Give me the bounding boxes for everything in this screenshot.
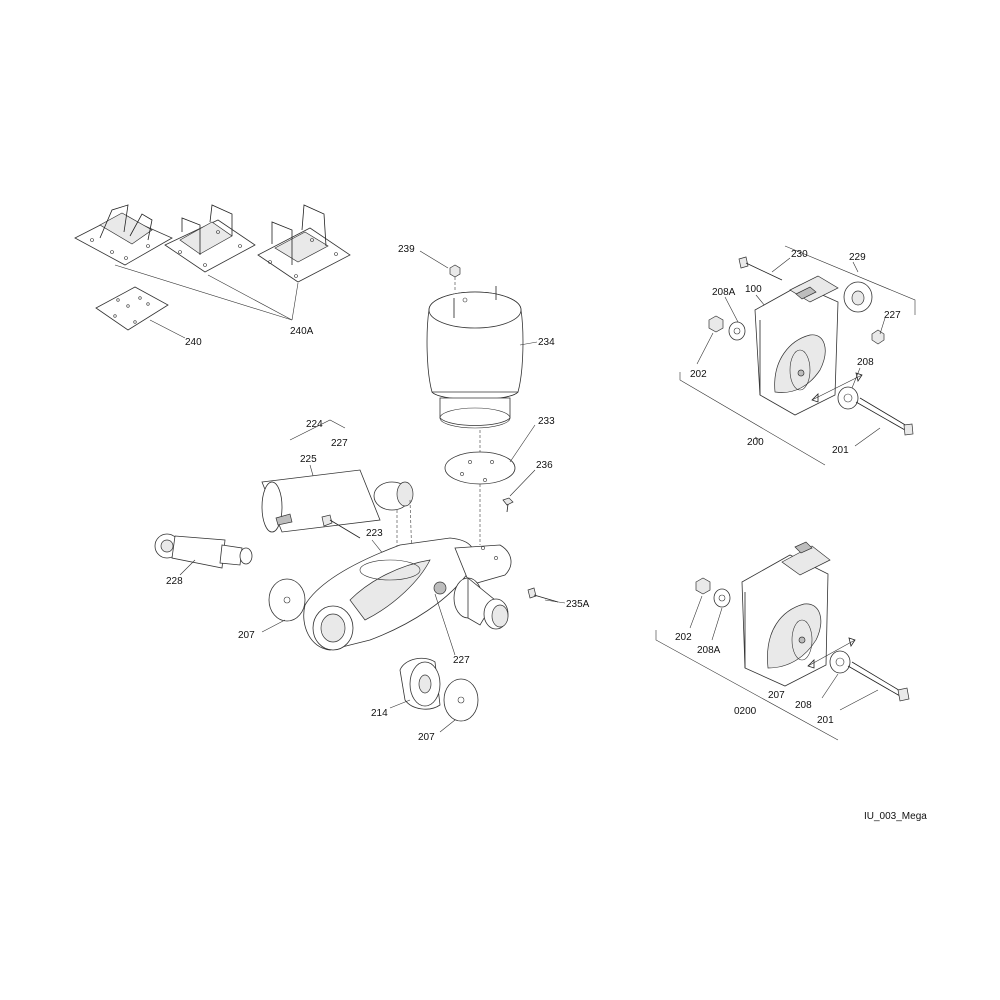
nut-202-top <box>708 315 724 333</box>
callout-223: 223 <box>366 528 383 539</box>
leader-227-right <box>879 317 886 335</box>
callout-200: 200 <box>747 437 764 448</box>
leader-224-227 <box>289 419 346 441</box>
callout-207-right: 207 <box>768 690 785 701</box>
callout-235A: 235A <box>566 599 590 610</box>
callout-0200: 0200 <box>734 706 757 717</box>
leader-208-bottom <box>821 673 839 699</box>
callout-202-bottom: 202 <box>675 632 692 643</box>
leader-lines-240 <box>114 264 299 339</box>
flat-plate-240 <box>95 286 169 331</box>
callout-239: 239 <box>398 244 415 255</box>
callout-208A-top: 208A <box>712 287 736 298</box>
leader-228 <box>179 559 196 576</box>
callout-236: 236 <box>536 460 553 471</box>
mounting-plate-240A-middle <box>164 204 256 273</box>
callout-225: 225 <box>300 454 317 465</box>
nut-227-right <box>871 329 885 345</box>
hanger-bracket-0200 <box>741 541 831 687</box>
bolt-230 <box>738 256 783 281</box>
washer-207-left <box>268 578 306 622</box>
callout-233: 233 <box>538 416 555 427</box>
callout-240A: 240A <box>290 326 314 337</box>
leader-233 <box>509 424 536 463</box>
leader-200 <box>754 436 761 441</box>
leader-202-top <box>696 332 714 365</box>
callout-227-mid: 227 <box>453 655 470 666</box>
callout-208-bottom: 208 <box>795 700 812 711</box>
leader-202-bottom <box>689 595 703 629</box>
callout-240: 240 <box>185 337 202 348</box>
hanger-bracket-100 <box>754 275 839 416</box>
callout-202-top: 202 <box>690 369 707 380</box>
piston-plate-233 <box>444 430 516 545</box>
leader-207-left <box>261 619 286 633</box>
air-spring-234 <box>426 286 524 429</box>
callout-208A-bottom: 208A <box>697 645 721 656</box>
bolt-201-top <box>855 397 914 436</box>
bolt-235A <box>527 587 559 603</box>
callout-201-top: 201 <box>832 445 849 456</box>
cam-washer-208-bottom <box>807 637 856 674</box>
leader-230 <box>771 257 791 273</box>
bushing-229 <box>843 281 873 313</box>
callout-227: 227 <box>331 438 348 449</box>
mounting-plate-240A-right <box>257 204 351 283</box>
bracket-line-0200 <box>655 630 839 741</box>
callout-227-right: 227 <box>884 310 901 321</box>
callout-228: 228 <box>166 576 183 587</box>
cam-washer-208-top <box>811 372 863 410</box>
shock-absorber-228 <box>154 533 253 569</box>
washer-208A-top <box>728 321 746 341</box>
bolt-236 <box>502 497 514 513</box>
nut-239 <box>449 264 461 292</box>
bushing-227-top <box>373 481 414 565</box>
spindle <box>453 577 509 630</box>
leader-208A-bottom <box>711 607 723 641</box>
bushing-214 <box>399 657 441 710</box>
leader-236 <box>509 469 536 497</box>
leader-201-bottom <box>839 689 879 711</box>
leader-239 <box>419 250 449 269</box>
nut-202-bottom <box>695 577 711 595</box>
leader-235A <box>544 599 566 604</box>
bracket-line-229 <box>784 245 916 315</box>
callout-207-left: 207 <box>238 630 255 641</box>
tube-sleeve <box>261 469 381 533</box>
callout-214: 214 <box>371 708 388 719</box>
leader-201-top <box>854 427 881 447</box>
leader-227-mid <box>434 593 456 656</box>
leader-208A-top <box>724 296 739 323</box>
callout-208-top: 208 <box>857 357 874 368</box>
washer-208A-bottom <box>713 588 731 608</box>
leader-214 <box>389 699 411 709</box>
bracket-line-200 <box>679 372 826 466</box>
callout-100: 100 <box>745 284 762 295</box>
leader-208-top <box>851 367 861 389</box>
leader-207-bottom <box>439 719 456 733</box>
washer-207-bottom <box>443 678 479 722</box>
callout-230: 230 <box>791 249 808 260</box>
callout-201-bottom: 201 <box>817 715 834 726</box>
callout-224: 224 <box>306 419 323 430</box>
bolt-225 <box>321 514 361 539</box>
callout-234: 234 <box>538 337 555 348</box>
callout-207-bottom: 207 <box>418 732 435 743</box>
bolt-201-bottom <box>847 661 910 702</box>
figure-caption: IU_003_Mega <box>864 811 927 822</box>
leader-229 <box>852 261 859 273</box>
mounting-plate-240A-left <box>74 204 173 266</box>
trailing-arm-223 <box>303 537 512 651</box>
leader-234 <box>519 341 538 346</box>
callout-229: 229 <box>849 252 866 263</box>
